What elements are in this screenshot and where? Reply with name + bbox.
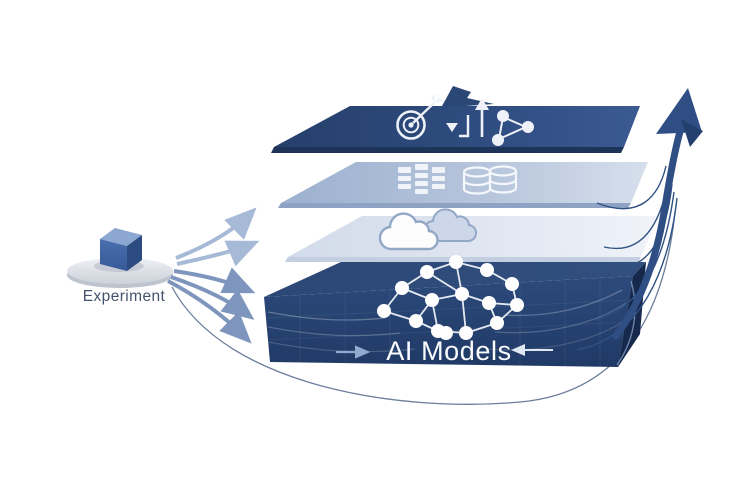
cube-icon	[100, 228, 142, 271]
layer-middle-data	[278, 162, 648, 208]
under-sweep-curve	[171, 211, 676, 405]
growth-arrow	[612, 88, 703, 340]
target-arrow-icon	[396, 94, 443, 140]
ai-models-box: AI Models	[264, 255, 646, 367]
experiment-flow-arrows	[167, 207, 260, 344]
experiment-label: Experiment	[83, 288, 166, 305]
cloud-icon	[378, 208, 478, 251]
layer-top-strategy	[271, 86, 640, 153]
layer-bottom-cloud	[285, 208, 658, 262]
database-cylinders-icon	[462, 165, 518, 195]
ai-models-label: AI Models	[386, 336, 511, 366]
box-texture	[265, 276, 633, 367]
ribbon-arrow	[442, 86, 494, 106]
data-table-icon	[398, 164, 445, 194]
experiment-node: Experiment	[67, 228, 173, 305]
neural-network-icon	[377, 255, 524, 340]
sort-arrows-icon	[446, 98, 489, 138]
share-network-icon	[492, 110, 534, 146]
